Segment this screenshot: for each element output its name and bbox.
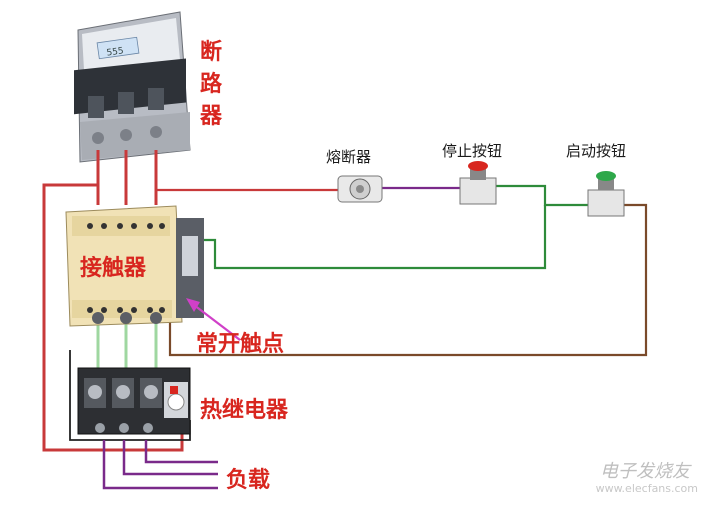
start-button-label: 启动按钮: [566, 142, 627, 160]
normally-open-label: 常开触点: [196, 332, 285, 357]
load-label: 负载: [226, 468, 271, 493]
stop-button: [459, 161, 497, 205]
contactor: [65, 205, 204, 327]
breaker-label-char-2: 路: [200, 72, 223, 97]
wire-load-2: [122, 440, 218, 476]
stop-button-label: 停止按钮: [442, 142, 503, 160]
circuit-breaker: 555: [74, 11, 191, 163]
watermark-title: 电子发烧友: [600, 461, 690, 482]
breaker-small-text: 555: [106, 46, 124, 58]
breaker-label-char-1: 断: [200, 40, 223, 65]
wire-green-loop: [182, 205, 547, 270]
start-button: [587, 171, 625, 217]
wire-stop-to-start: [495, 184, 590, 207]
normally-open-arrow: [186, 298, 241, 341]
contactor-label: 接触器: [80, 256, 147, 281]
thermal-relay-label: 热继电器: [200, 398, 289, 423]
wire-load-3: [144, 440, 218, 464]
fuse-label: 熔断器: [326, 148, 372, 166]
fuse: [337, 175, 383, 203]
watermark-url: www.elecfans.com: [595, 482, 698, 495]
wire-left-loop: [42, 183, 184, 452]
thermal-relay: [77, 367, 191, 435]
breaker-label-char-3: 器: [200, 104, 223, 129]
wire-brown-return: [168, 203, 648, 357]
wire-load-1: [102, 440, 218, 490]
